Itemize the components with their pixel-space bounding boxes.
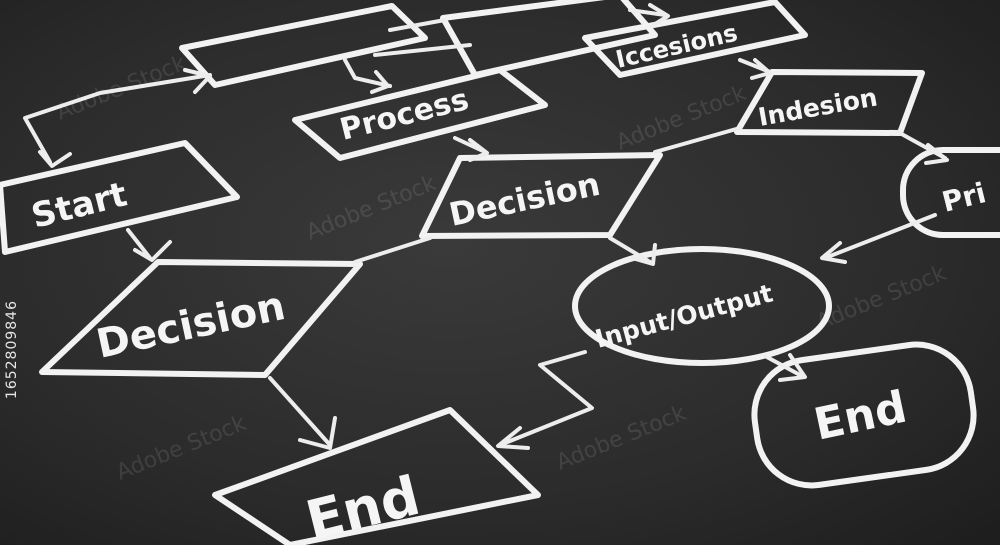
start-box — [0, 140, 240, 255]
top-right-box — [582, 0, 808, 78]
end-right-shape — [751, 341, 977, 489]
connectors — [23, 3, 949, 450]
io-ellipse — [572, 246, 832, 366]
process-box — [292, 67, 548, 161]
top-center-box — [440, 0, 658, 78]
right-edge-pill — [900, 147, 1000, 238]
decision-center-shape — [419, 152, 663, 239]
stock-id: 1652809846 — [4, 300, 20, 400]
end-left-box — [212, 407, 541, 545]
decision-left-shape — [39, 259, 363, 378]
